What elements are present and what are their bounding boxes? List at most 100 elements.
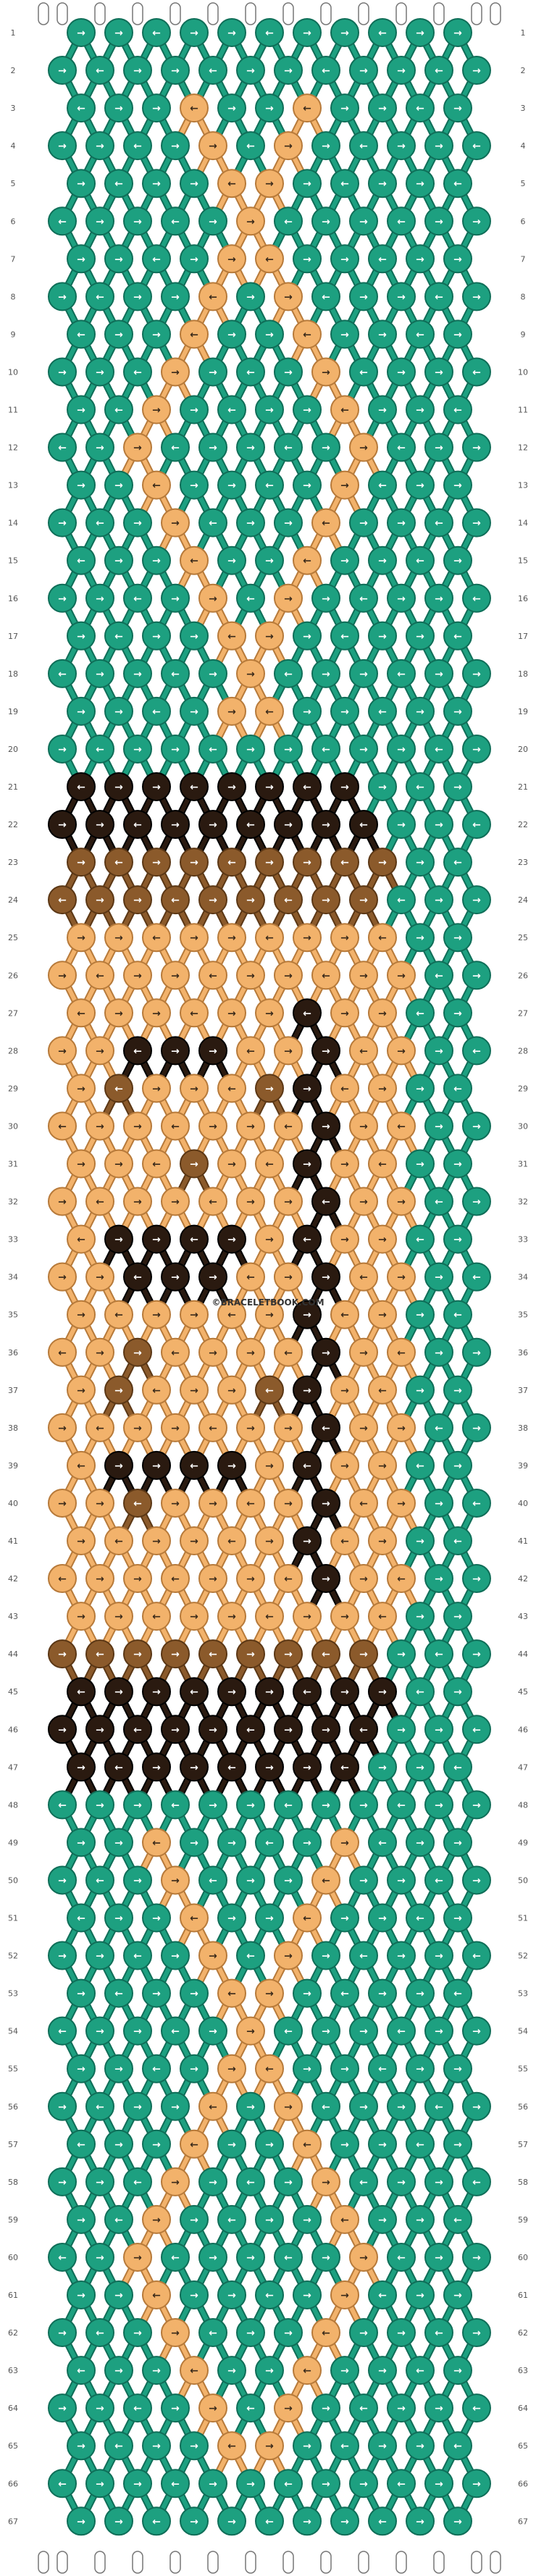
arrow-right-icon: → [435, 669, 443, 680]
arrow-right-icon: → [303, 2516, 311, 2527]
row-label: 36 [518, 1348, 528, 1358]
row-label: 31 [518, 1160, 528, 1169]
arrow-left-icon: ← [435, 1649, 443, 1660]
knot: ← [85, 56, 114, 85]
row-label: 67 [8, 2517, 18, 2526]
arrow-right-icon: → [171, 1649, 180, 1660]
knot: → [217, 2129, 246, 2159]
arrow-right-icon: → [96, 2403, 104, 2414]
arrow-right-icon: → [96, 1498, 104, 1510]
knot: → [161, 2393, 190, 2423]
knot: → [236, 734, 265, 764]
arrow-left-icon: ← [133, 1272, 142, 1284]
arrow-right-icon: → [58, 1498, 67, 1510]
arrow-right-icon: → [246, 1573, 255, 1585]
knot: → [274, 1715, 303, 1744]
knot: → [67, 1978, 96, 2008]
arrow-right-icon: → [284, 1272, 293, 1284]
arrow-right-icon: → [152, 1686, 161, 1698]
knot: → [67, 2506, 96, 2536]
string-end-top [94, 2, 106, 25]
arrow-right-icon: → [96, 1951, 104, 1962]
knot: → [236, 2242, 265, 2272]
arrow-left-icon: ← [359, 1951, 368, 1962]
knot: → [67, 470, 96, 500]
arrow-right-icon: → [209, 216, 217, 227]
arrow-right-icon: → [416, 1159, 424, 1171]
knot: → [67, 1602, 96, 1631]
row-label: 37 [8, 1386, 18, 1395]
knot: → [349, 1187, 378, 1216]
knot: → [67, 18, 96, 47]
arrow-left-icon: ← [152, 480, 161, 492]
knot: → [255, 1074, 284, 1103]
arrow-left-icon: ← [284, 216, 293, 227]
arrow-right-icon: → [359, 1197, 368, 1208]
knot: ← [180, 1677, 209, 1707]
knot: ← [293, 998, 322, 1028]
arrow-right-icon: → [227, 254, 236, 265]
knot: → [48, 1036, 77, 1066]
arrow-right-icon: → [397, 744, 406, 756]
knot: → [406, 2204, 435, 2234]
row-label: 29 [8, 1084, 18, 1093]
knot: ← [198, 56, 227, 85]
arrow-left-icon: ← [453, 1083, 462, 1095]
knot: → [217, 1828, 246, 1857]
knot: ← [443, 1074, 472, 1103]
arrow-right-icon: → [397, 141, 406, 152]
arrow-left-icon: ← [133, 141, 142, 152]
knot: → [443, 545, 472, 575]
arrow-left-icon: ← [435, 1423, 443, 1434]
arrow-right-icon: → [152, 1008, 161, 1019]
arrow-left-icon: ← [58, 2026, 67, 2038]
arrow-right-icon: → [58, 2177, 67, 2188]
arrow-left-icon: ← [453, 1536, 462, 1547]
knot: → [443, 772, 472, 801]
arrow-right-icon: → [227, 1686, 236, 1698]
knot: ← [443, 2204, 472, 2234]
arrow-left-icon: ← [58, 216, 67, 227]
knot: ← [424, 1187, 453, 1216]
arrow-left-icon: ← [435, 1197, 443, 1208]
knot: ← [274, 885, 303, 915]
arrow-right-icon: → [303, 631, 311, 643]
knot: → [293, 244, 322, 274]
knot: → [368, 395, 397, 425]
knot: ← [180, 545, 209, 575]
knot: → [67, 2280, 96, 2309]
arrow-right-icon: → [58, 819, 67, 831]
row-label: 57 [518, 2140, 528, 2149]
arrow-right-icon: → [171, 819, 180, 831]
knot: ← [67, 1677, 96, 1707]
arrow-right-icon: → [322, 1724, 330, 1736]
knot: → [462, 432, 491, 462]
arrow-right-icon: → [77, 857, 85, 869]
knot: → [406, 1074, 435, 1103]
arrow-right-icon: → [77, 2441, 85, 2452]
arrow-right-icon: → [246, 1347, 255, 1359]
knot: → [236, 1564, 265, 1594]
knot: ← [311, 2091, 340, 2121]
arrow-right-icon: → [209, 1573, 217, 1585]
knot: → [311, 658, 340, 688]
arrow-right-icon: → [359, 65, 368, 77]
row-label: 55 [8, 2065, 18, 2074]
arrow-left-icon: ← [265, 706, 274, 718]
knot: → [67, 1074, 96, 1103]
arrow-right-icon: → [77, 405, 85, 417]
arrow-right-icon: → [227, 480, 236, 492]
knot: ← [406, 319, 435, 349]
knot: ← [161, 1337, 190, 1367]
arrow-right-icon: → [133, 1875, 142, 1886]
arrow-left-icon: ← [378, 2064, 387, 2075]
arrow-right-icon: → [133, 970, 142, 982]
knot: → [85, 2242, 114, 2272]
arrow-right-icon: → [77, 631, 85, 643]
knot: → [217, 1375, 246, 1405]
arrow-right-icon: → [378, 556, 387, 567]
arrow-right-icon: → [171, 1875, 180, 1886]
knot: ← [123, 1488, 152, 1518]
arrow-right-icon: → [77, 1159, 85, 1171]
knot: → [104, 772, 133, 801]
